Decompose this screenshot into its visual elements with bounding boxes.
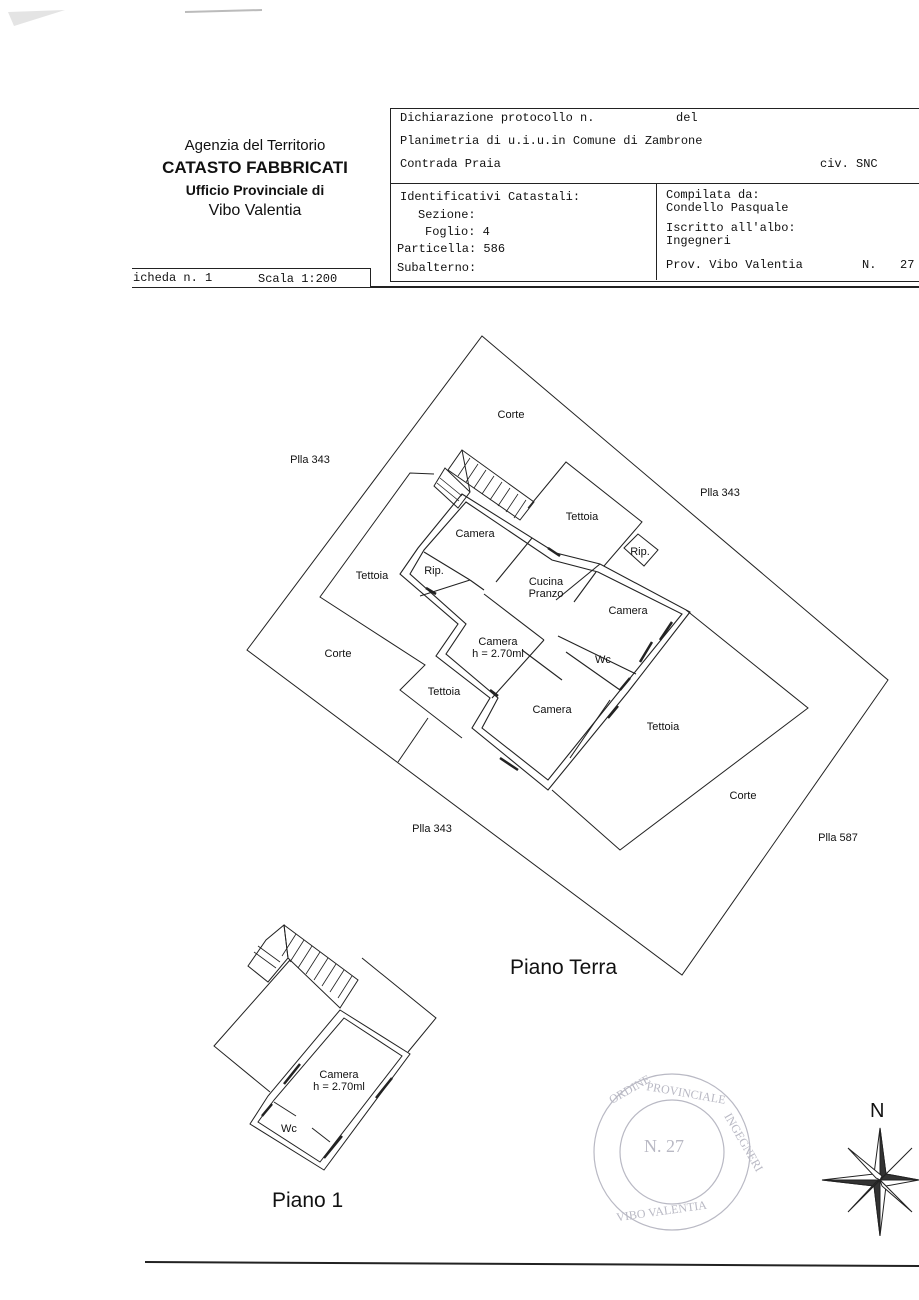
subalterno-label: Subalterno: [397, 261, 477, 275]
particella-label: Particella: 586 [397, 242, 506, 256]
provincia-label: Prov. Vibo Valentia [666, 258, 803, 272]
civico-label: civ. SNC [820, 157, 878, 171]
albo-number-value: 27 [900, 258, 915, 272]
label-plla-343-bottom: Plla 343 [412, 823, 452, 835]
agency-block: Agenzia del Territorio CATASTO FABBRICAT… [140, 136, 370, 222]
label-tettoia-top: Tettoia [565, 511, 599, 523]
agency-name: Agenzia del Territorio [184, 137, 326, 154]
professional-stamp [593, 1073, 751, 1231]
label-cucina-line1: Cucina [528, 576, 564, 588]
label-rip-right: Rip. [630, 546, 650, 558]
label-plla-343-topright: Plla 343 [700, 487, 740, 499]
label-tettoia-left: Tettoia [355, 570, 389, 582]
piano-terra-title: Piano Terra [510, 956, 618, 979]
label-plla-587: Plla 587 [818, 832, 858, 844]
label-cucina: Cucina Pranzo [529, 576, 564, 600]
dichiarazione-label: Dichiarazione protocollo n. [400, 111, 595, 125]
label-corte-top: Corte [497, 409, 525, 421]
label-corte-left: Corte [324, 648, 352, 660]
first-floor-windows [261, 1063, 393, 1159]
label-tettoia-right: Tettoia [646, 721, 680, 733]
window-markers [425, 546, 674, 772]
label-wc: Wc [595, 654, 611, 666]
compilata-label: Compilata da: [666, 188, 760, 202]
albo-value: Ingegneri [666, 234, 731, 248]
lot-boundary [246, 335, 889, 976]
header-divider-h [390, 183, 919, 184]
foglio-label: Foglio: 4 [425, 225, 490, 239]
sezione-label: Sezione: [418, 208, 476, 222]
bottom-rule [144, 1261, 919, 1267]
stamp-number: N. 27 [644, 1136, 684, 1156]
label-wc-first-floor: Wc [281, 1123, 297, 1135]
iscritto-label: Iscritto all'albo: [666, 221, 796, 235]
del-label: del [676, 111, 698, 125]
stamp-ring-text: ORDINE PROVINCIALE INGEGNERI [607, 1072, 767, 1174]
compass-rose [821, 1127, 919, 1237]
header-divider-v [656, 183, 657, 280]
contrada-label: Contrada Praia [400, 157, 501, 171]
staircase-top [447, 449, 535, 521]
scan-artifact-line [184, 9, 263, 13]
piano-1-title: Piano 1 [272, 1189, 344, 1212]
planimetria-label: Planimetria di u.i.u.in Comune di Zambro… [400, 134, 703, 148]
label-camera-center-height: h = 2.70ml [472, 648, 524, 660]
label-camera-right: Camera [608, 605, 648, 617]
albo-number-label: N. [862, 258, 877, 272]
label-camera-bottom: Camera [532, 704, 572, 716]
header-info-box [390, 108, 919, 282]
rip-small-box [623, 533, 659, 567]
label-corte-right: Corte [729, 790, 757, 802]
first-floor-plan [213, 924, 437, 1171]
identificativi-label: Identificativi Catastali: [400, 190, 581, 204]
ground-floor-plan [246, 335, 889, 976]
label-tettoia-small: Tettoia [427, 686, 461, 698]
label-camera-first-floor-name: Camera [319, 1069, 359, 1081]
compilatore-name: Condello Pasquale [666, 201, 789, 215]
ufficio-city: Vibo Valentia [208, 202, 302, 219]
label-cucina-line2: Pranzo [528, 588, 564, 600]
tettoia-right-outline [551, 609, 809, 851]
catasto-title: CATASTO FABBRICATI [162, 158, 348, 177]
building-walls [399, 493, 691, 791]
staircase-left [433, 467, 471, 509]
scheda-row [132, 268, 371, 288]
label-camera-center-name: Camera [478, 636, 518, 648]
label-plla-343-topleft: Plla 343 [290, 454, 330, 466]
label-rip-left: Rip. [424, 565, 444, 577]
svg-text:PROVINCIALE: PROVINCIALE [645, 1079, 726, 1107]
header-bottom-line [370, 286, 919, 288]
label-camera-first-floor-height: h = 2.70ml [313, 1081, 365, 1093]
scala-value: Scala 1:200 [258, 272, 338, 286]
label-camera-center: Camera h = 2.70ml [472, 636, 524, 660]
scheda-number: icheda n. 1 [133, 271, 213, 285]
boundary-line [397, 717, 429, 763]
compass-north-label: N [870, 1100, 885, 1122]
scan-artifact [8, 10, 65, 26]
ufficio-label: Ufficio Provinciale di [185, 182, 325, 198]
label-camera-first-floor: Camera h = 2.70ml [313, 1069, 365, 1093]
tettoia-left-outline [319, 472, 463, 739]
tettoia-top-outline [527, 461, 643, 567]
label-camera-top: Camera [455, 528, 495, 540]
